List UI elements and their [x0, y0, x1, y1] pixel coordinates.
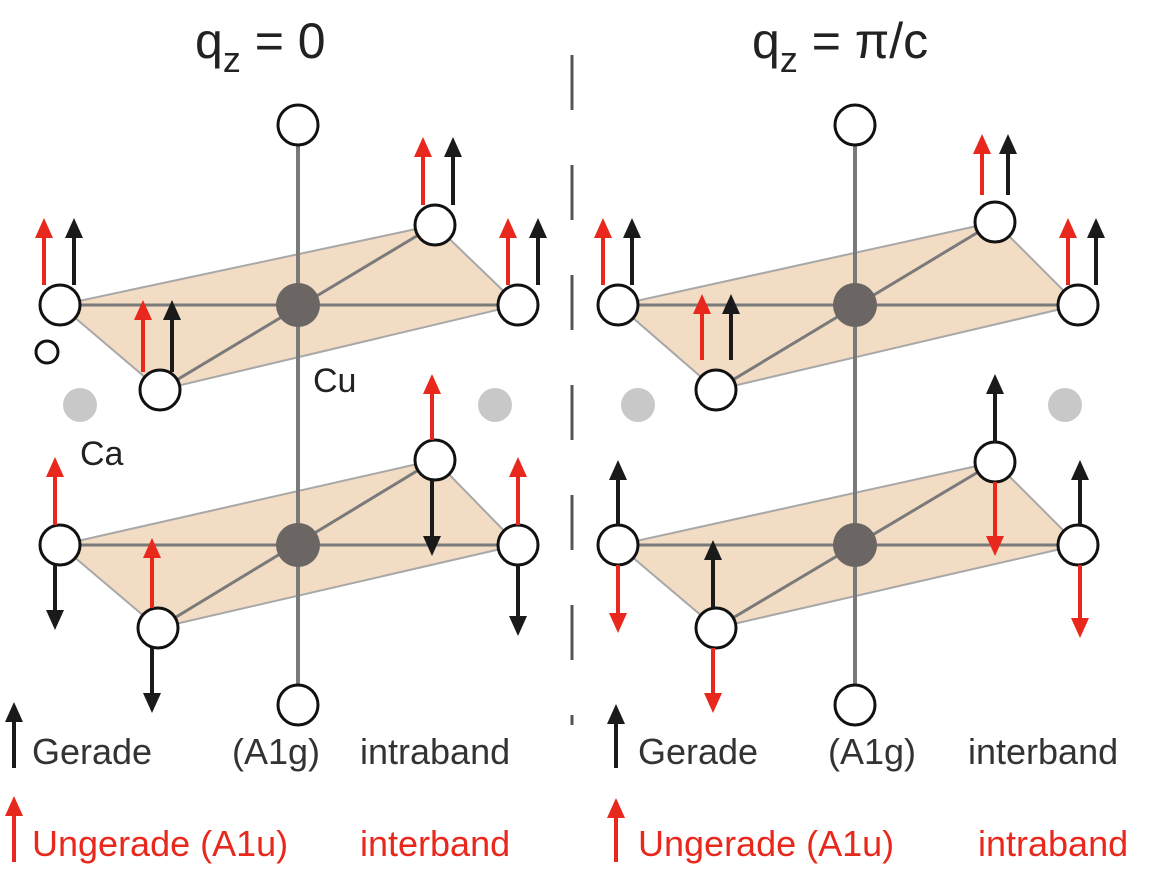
- cu-atom-lower: [276, 523, 320, 567]
- legend-ungerade: Ungerade (A1u): [32, 823, 288, 864]
- o-atom: [413, 203, 457, 247]
- black-arrowhead: [444, 137, 462, 157]
- ca-label: Ca: [80, 435, 124, 473]
- lower-plane-arrows: [46, 374, 527, 713]
- black-arrowhead: [529, 218, 547, 238]
- upper-plane-arrows: [594, 134, 1105, 360]
- panel-left-title: qz = 0: [195, 13, 326, 80]
- black-arrowhead: [65, 218, 83, 238]
- o-atom-apical-top: [833, 103, 877, 147]
- black-arrowhead: [509, 616, 527, 636]
- red-arrowhead: [1071, 618, 1089, 638]
- o-atom: [694, 368, 738, 412]
- o-atom: [496, 283, 540, 327]
- legend-red-arrowhead: [5, 796, 23, 816]
- red-arrowhead: [609, 613, 627, 633]
- o-atom: [596, 523, 640, 567]
- o-atom: [973, 440, 1017, 484]
- legend-ungerade-band: intraband: [978, 823, 1128, 864]
- cu-atom-upper: [833, 283, 877, 327]
- red-arrowhead: [423, 374, 441, 394]
- ca-atom: [621, 388, 655, 422]
- o-atom: [413, 438, 457, 482]
- panel-left: qz = 0 Cu Ca: [5, 13, 547, 864]
- o-atom: [1056, 523, 1100, 567]
- black-arrowhead: [1071, 460, 1089, 480]
- o-atom: [38, 523, 82, 567]
- red-arrowhead: [986, 536, 1004, 556]
- o-atom: [694, 606, 738, 650]
- o-atom: [596, 283, 640, 327]
- legend-gerade: Gerade: [32, 731, 152, 772]
- black-arrowhead: [609, 460, 627, 480]
- red-arrowhead: [594, 218, 612, 238]
- black-arrowhead: [704, 540, 722, 560]
- red-arrowhead: [46, 457, 64, 477]
- o-atom-apical-bottom: [833, 683, 877, 727]
- o-atom: [496, 523, 540, 567]
- cu-label: Cu: [313, 362, 356, 400]
- o-atom: [1056, 283, 1100, 327]
- legend-gerade-symmetry: (A1g): [828, 731, 916, 772]
- title-q: q: [752, 13, 780, 69]
- legend-right: Gerade (A1g) interband Ungerade (A1u) in…: [607, 704, 1128, 864]
- black-arrowhead: [46, 610, 64, 630]
- red-arrowhead: [414, 137, 432, 157]
- black-arrowhead: [986, 374, 1004, 394]
- legend-gerade-band: intraband: [360, 731, 510, 772]
- legend-red-arrowhead: [607, 798, 625, 818]
- title-q: q: [195, 13, 223, 69]
- legend-gerade: Gerade: [638, 731, 758, 772]
- o-atom-apical-bottom: [276, 683, 320, 727]
- red-arrowhead: [509, 457, 527, 477]
- black-arrowhead: [163, 300, 181, 320]
- o-atom: [973, 200, 1017, 244]
- lower-plane-arrows: [609, 374, 1089, 713]
- title-value: = π/c: [798, 13, 928, 69]
- o-atom: [38, 283, 82, 327]
- title-value: = 0: [241, 13, 326, 69]
- title-z-subscript: z: [223, 39, 241, 80]
- o-atom: [138, 368, 182, 412]
- ca-atom: [478, 388, 512, 422]
- cu-atom-upper: [276, 283, 320, 327]
- red-arrowhead: [499, 218, 517, 238]
- legend-black-arrowhead: [5, 702, 23, 722]
- legend-ungerade: Ungerade (A1u): [638, 823, 894, 864]
- panel-right-title: qz = π/c: [752, 13, 928, 80]
- o-atom: [136, 606, 180, 650]
- o-legend-atom: [34, 339, 60, 365]
- upper-plane-arrows: [35, 137, 547, 372]
- red-arrowhead: [1059, 218, 1077, 238]
- red-arrowhead: [704, 693, 722, 713]
- title-z-subscript: z: [780, 39, 798, 80]
- black-arrowhead: [999, 134, 1017, 154]
- black-arrowhead: [423, 536, 441, 556]
- legend-left: Gerade (A1g) intraband Ungerade (A1u) in…: [5, 702, 510, 864]
- legend-ungerade-band: interband: [360, 823, 510, 864]
- red-arrowhead: [143, 538, 161, 558]
- red-arrowhead: [35, 218, 53, 238]
- red-arrowhead: [134, 300, 152, 320]
- black-arrowhead: [722, 294, 740, 314]
- legend-black-arrowhead: [607, 704, 625, 724]
- ca-atom: [1048, 388, 1082, 422]
- black-arrowhead: [143, 693, 161, 713]
- cu-atom-lower: [833, 523, 877, 567]
- black-arrowhead: [1087, 218, 1105, 238]
- legend-gerade-band: interband: [968, 731, 1118, 772]
- o-atom-apical-top: [276, 103, 320, 147]
- legend-gerade-symmetry: (A1g): [232, 731, 320, 772]
- red-arrowhead: [693, 294, 711, 314]
- panel-right: qz = π/c: [594, 13, 1128, 864]
- red-arrowhead: [973, 134, 991, 154]
- black-arrowhead: [623, 218, 641, 238]
- ca-atom: [63, 388, 97, 422]
